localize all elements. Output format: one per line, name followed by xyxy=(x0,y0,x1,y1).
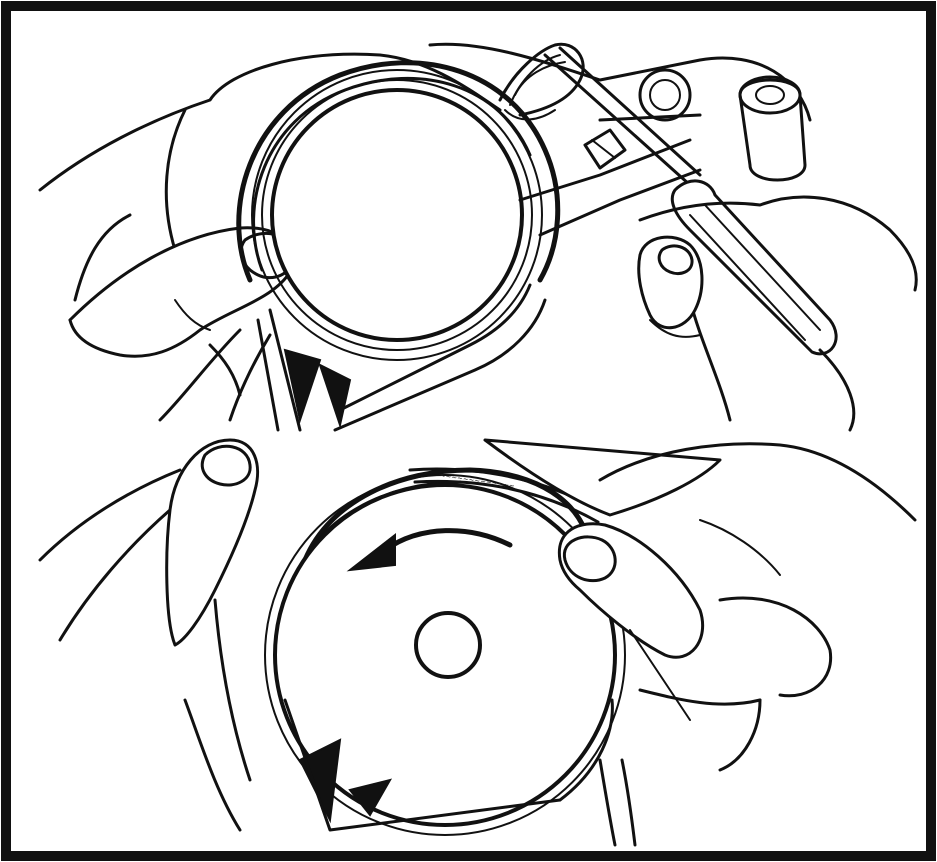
spindle-post xyxy=(740,80,805,180)
tape-strip-lower xyxy=(600,760,635,845)
mechanism-hole xyxy=(640,70,690,120)
bottom-left-hand-outline xyxy=(40,470,180,560)
reel-hub-opening xyxy=(272,90,522,340)
top-panel xyxy=(40,44,916,430)
bottom-right-thumbnail xyxy=(564,537,615,581)
bottom-reel-hub xyxy=(416,613,480,677)
bottom-panel: ~~~~~~~~~~~~~ xyxy=(40,440,915,845)
